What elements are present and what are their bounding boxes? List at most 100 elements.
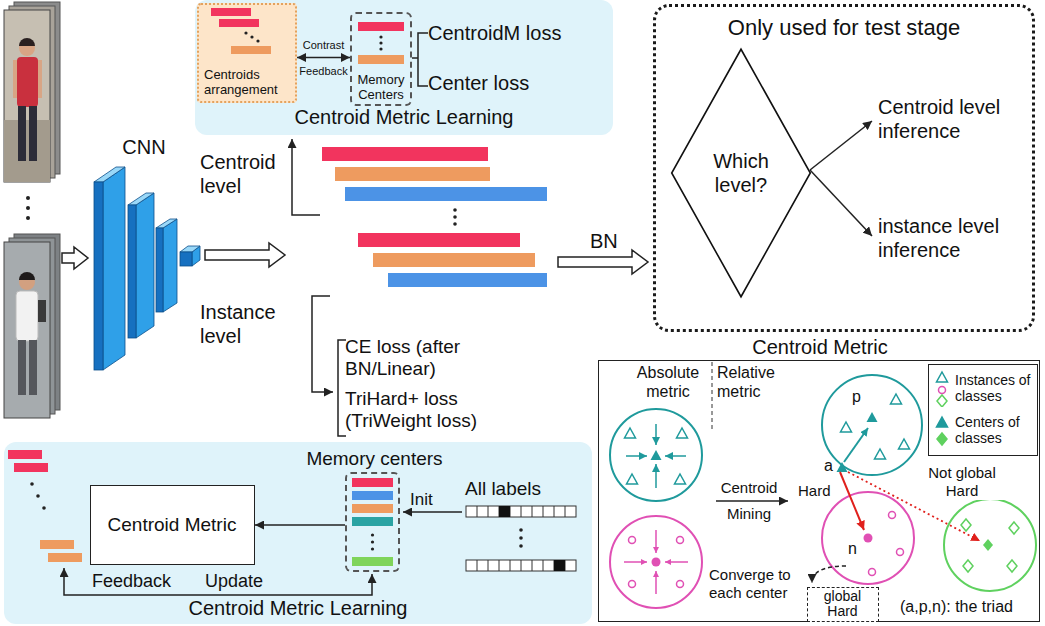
mining-arrow [716,500,788,502]
box-label: Only used for test stage [664,15,1024,40]
cnn-cube-top [180,246,200,252]
instance-circle [869,569,876,576]
hollow-arrow [62,247,88,269]
feature-bar [358,233,520,247]
annotation-label: Center loss [428,72,598,95]
class-circle [822,492,914,584]
feedback-update-arrow [64,568,372,595]
feature-bar [352,557,393,566]
instance-diamond [1007,560,1017,572]
memory-learning-illustration [8,450,576,595]
instance-diamond [1009,522,1019,534]
center-circle [652,558,661,567]
annotation-label: BN [590,230,630,253]
person-leg [29,106,37,161]
annotation-label: Hard [798,482,834,499]
inference-arrow [810,170,872,236]
ellipsis-dot [519,536,523,540]
ellipsis-dot [244,31,247,34]
legend-row: Instances of classes [929,369,1037,411]
instance-triangle [899,439,910,449]
cnn-slab-top [128,193,154,205]
instance-circle [897,549,904,556]
instance-diamond [963,560,973,572]
box-label: Centroid Metric Learning [199,106,609,129]
feature-bar [358,55,404,64]
feature-bar [211,8,251,16]
box-heading: Memory centers [299,448,450,470]
box-label: CNN [92,136,196,159]
hollow-arrow [558,250,648,274]
hard-negative-arrow [840,472,864,530]
annotation-label: Relative metric [717,363,797,401]
annotation-label: All labels [465,478,575,500]
panel-fill [195,0,613,135]
feature-bar [219,19,259,27]
box-label: global Hard [811,589,874,619]
person-photos [4,2,60,418]
photo-frame [4,242,50,418]
cnn-slab-top [94,167,125,182]
instance-circle [677,537,684,544]
one-hot-vector [466,560,576,571]
process-box: Which level?Only used for test stage [653,4,1035,332]
ellipsis-dot [519,528,523,532]
global-hard-arrow [812,566,846,583]
ellipsis-dot [453,215,457,219]
diamond-outline [672,49,811,297]
process-box: Centroid Metric [90,485,255,565]
box-heading: Centroid Metric [599,336,1041,359]
feature-bar [373,253,535,267]
feature-bar [322,147,488,161]
instance-triangle [625,428,636,438]
legend-symbol [937,417,948,427]
node-drawing [94,167,200,370]
instance-triangle [627,474,638,484]
ellipsis-dot [453,222,457,226]
panel-band: Centroid MetricMemory centersCentroid Me… [4,442,592,624]
annotation-label: (a,p,n): the triad [900,598,1038,616]
panel-fill [4,442,592,624]
instance-triangle [675,474,686,484]
instance-triangle [875,449,886,459]
cnn-slab-side [163,219,177,312]
instance-triangle [677,428,688,438]
cnn-slab-side [136,193,154,338]
converge-arrow [655,424,657,445]
ellipsis-dot [256,39,259,42]
photo-frame [4,10,50,182]
instance-circle [889,512,896,519]
feature-bar [352,478,393,487]
feature-bar [40,540,74,549]
annotation-label: Update [205,571,275,592]
converge-arrows [626,424,686,488]
vector-cells [477,560,565,571]
annotation-label: Centroid Mining [714,475,784,527]
ellipsis-dot [379,35,382,38]
annotation-label: TriHard+ loss (TriWeight loss) [345,388,510,432]
center-triangle [651,450,662,460]
converge-arrow [665,455,686,457]
instance-triangle [841,422,852,432]
one-hot-cell [554,560,565,571]
loss-bracket [338,340,346,436]
ellipsis-dot [371,547,374,550]
instance-triangles [625,394,910,484]
feature-bar [352,517,393,526]
ellipsis-dot [30,482,34,486]
feature-bar [352,504,393,513]
ellipsis-dot [379,47,382,50]
process-box: Memory Centers [350,12,412,106]
ellipsis-dot [26,196,30,200]
feature-bar [14,463,48,472]
anchor-triangle [837,462,848,472]
divider-line [712,362,713,430]
center-diamond [983,539,993,551]
annotation-label: Feedback [92,571,182,592]
person-torso [17,57,38,107]
node-shape [671,48,811,298]
instance-diamond [961,519,971,531]
edge-label: Contrast Feedback [297,32,351,84]
one-hot-vector [466,506,576,517]
